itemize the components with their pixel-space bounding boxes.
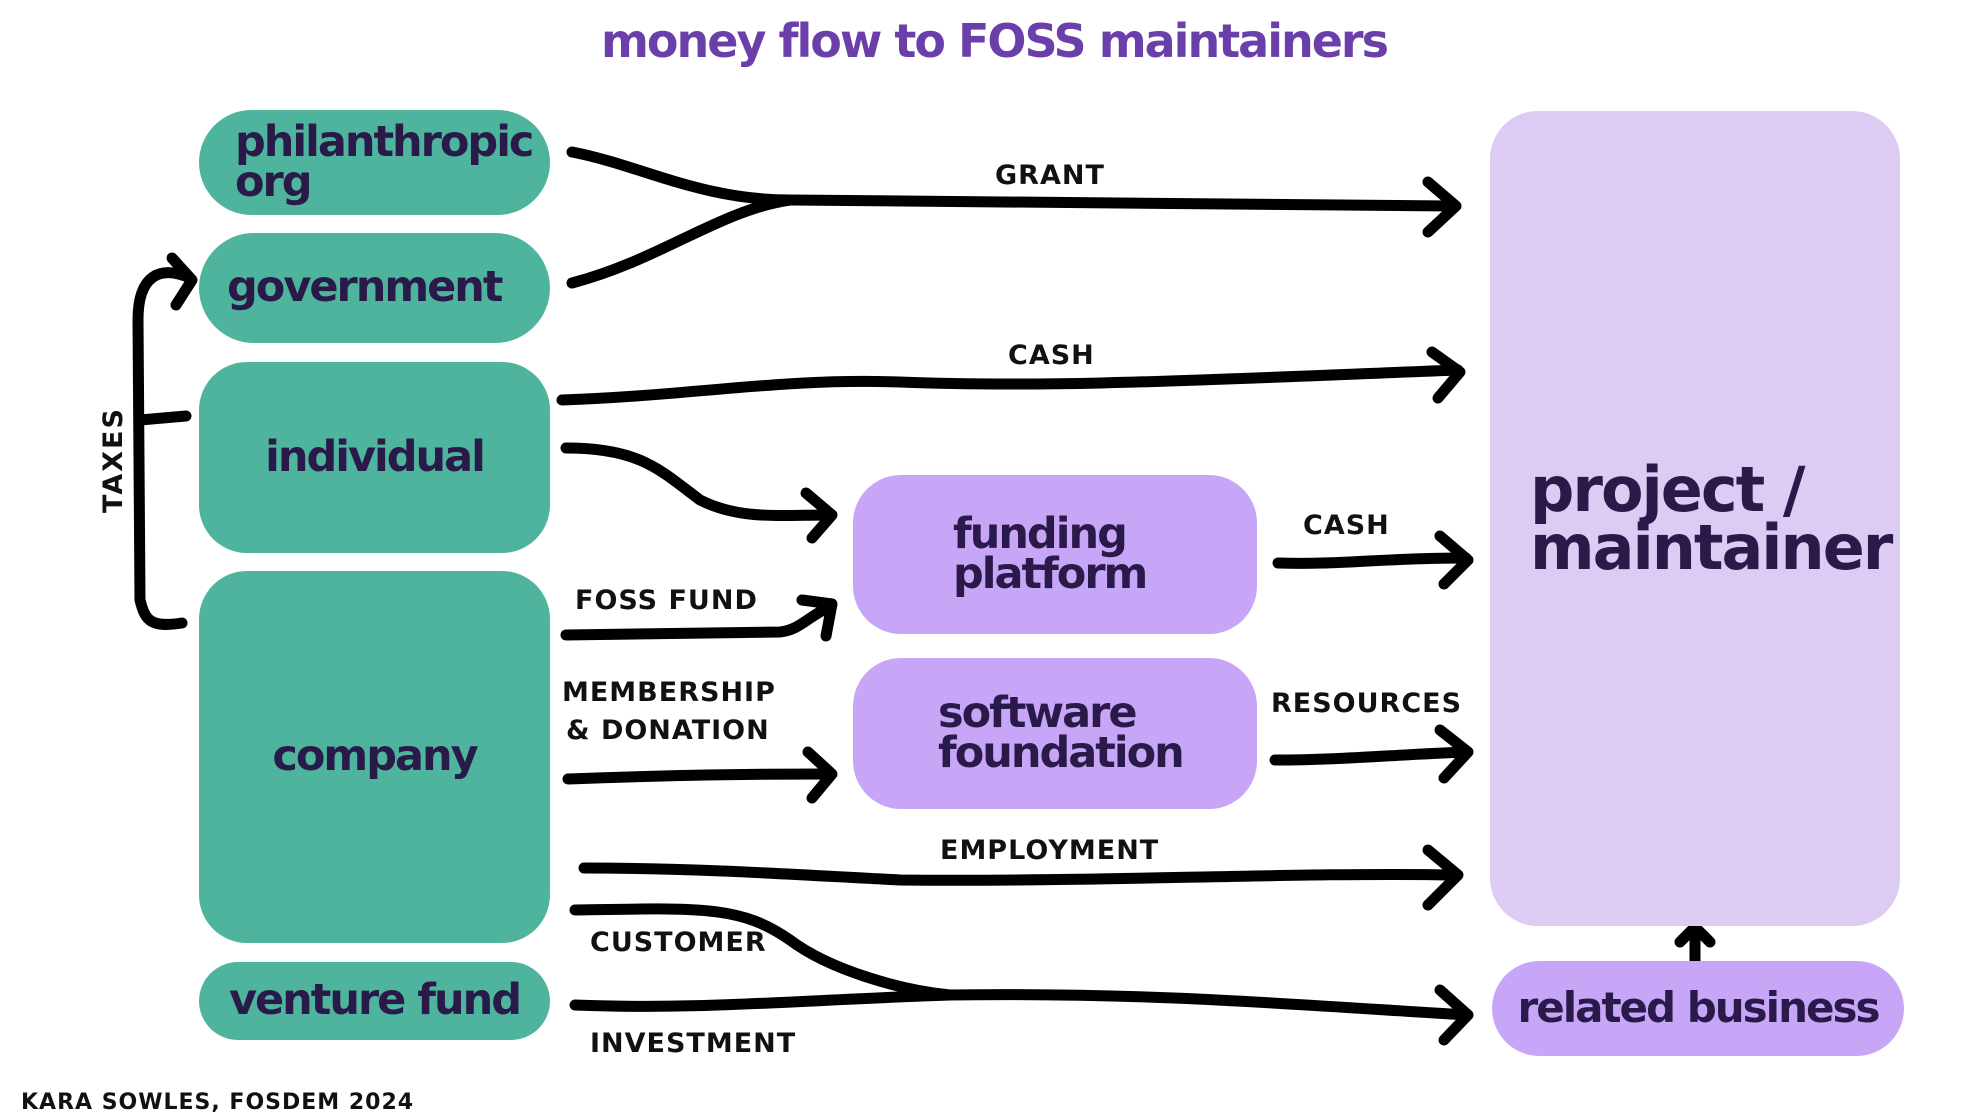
employment-arrowhead (1422, 844, 1464, 911)
foss-fund-arrowhead (796, 594, 838, 642)
grant-arrowhead (1422, 176, 1462, 238)
venture-fund-label: venture fund (228, 975, 522, 1026)
company-label: company (272, 731, 478, 782)
employment-arrow (578, 862, 1461, 886)
customer-arrow (569, 903, 956, 1001)
cash-platform-label: CASH (1303, 510, 1390, 541)
government-label: government (227, 262, 503, 313)
foss-fund-arrow (560, 602, 834, 641)
government-box: government (199, 233, 550, 343)
investment-label: INVESTMENT (590, 1028, 797, 1059)
cash-direct-label: CASH (1008, 340, 1095, 371)
employment-label: EMPLOYMENT (940, 835, 1160, 866)
resources-arrow (1269, 746, 1471, 766)
related-business-box: related business (1492, 961, 1904, 1056)
platform-cash-arrow (1272, 552, 1472, 569)
taxes-arrowhead (166, 252, 198, 311)
software-foundation-line1: software (938, 687, 1138, 738)
individual-label: individual (265, 431, 486, 482)
taxes-individual-tick (134, 410, 192, 426)
funding-platform-box: funding platform (853, 475, 1257, 634)
project-maintainer-line2: maintainer (1530, 510, 1893, 584)
software-foundation-line2: foundation (938, 727, 1185, 778)
grant-label: GRANT (995, 160, 1105, 191)
membership-label-line1: MEMBERSHIP (562, 677, 776, 708)
related-business-up-arrowhead (1674, 921, 1716, 948)
grant-arrow-government (566, 194, 796, 289)
individual-to-platform-arrow (560, 442, 836, 522)
project-maintainer-line1: project / (1530, 453, 1805, 527)
grant-arrow-philanthropic (566, 146, 796, 206)
philanthropic-org-box: philanthropic org (199, 110, 550, 215)
diagram-title: money flow to FOSS maintainers (600, 14, 1389, 68)
related-business-label: related business (1517, 983, 1881, 1033)
membership-label-line2: & DONATION (566, 715, 770, 746)
membership-arrow (562, 768, 834, 785)
project-maintainer-box: project / maintainer (1490, 111, 1900, 926)
footer-credit: KARA SOWLES, FOSDEM 2024 (21, 1090, 415, 1115)
taxes-bracket (132, 267, 196, 630)
resources-label: RESOURCES (1271, 688, 1463, 719)
individual-box: individual (199, 362, 550, 553)
cash-direct-arrow (556, 364, 1464, 406)
membership-arrowhead (802, 746, 838, 804)
software-foundation-box: software foundation (853, 658, 1257, 809)
company-box: company (199, 571, 550, 943)
foss-fund-label: FOSS FUND (575, 585, 758, 616)
investment-arrowhead (1434, 984, 1474, 1046)
venture-fund-box: venture fund (199, 962, 550, 1040)
funding-platform-line2: platform (953, 548, 1148, 599)
philanthropic-org-line1: philanthropic (235, 116, 534, 167)
individual-to-platform-arrowhead (800, 487, 838, 544)
funding-platform-line1: funding (953, 508, 1128, 559)
customer-label: CUSTOMER (590, 927, 767, 958)
investment-arrow (569, 989, 1472, 1021)
resources-arrowhead (1434, 724, 1474, 784)
taxes-label: TAXES (98, 407, 129, 513)
grant-arrow-main (784, 194, 1456, 212)
philanthropic-org-line2: org (235, 156, 313, 207)
platform-cash-arrowhead (1434, 530, 1474, 590)
cash-direct-arrowhead (1426, 346, 1466, 404)
